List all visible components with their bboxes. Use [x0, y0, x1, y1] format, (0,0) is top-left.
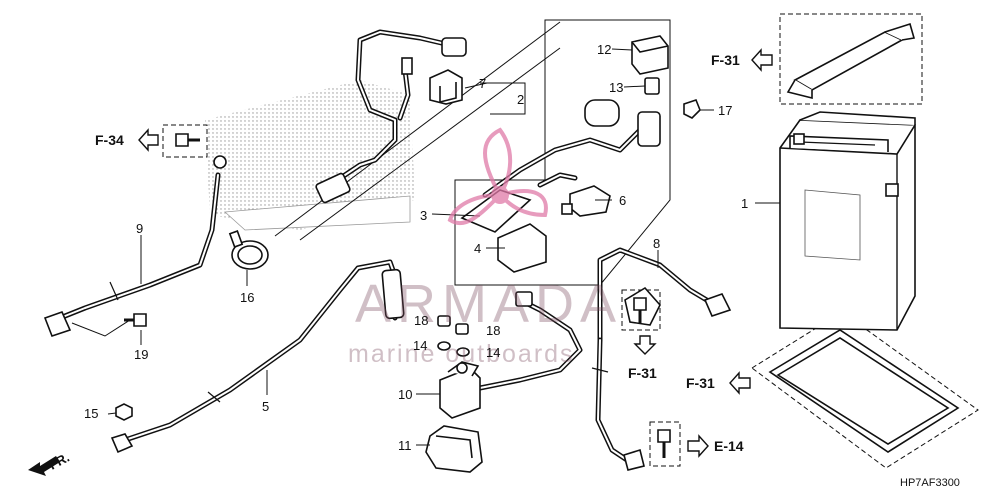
- bracket-3[interactable]: [460, 189, 532, 233]
- subassembly-box-strap: [779, 13, 923, 105]
- callout-numbers: 1 2 3 4 5 6 7 8 9 10 11 12 13 14 14 15 1…: [84, 42, 748, 453]
- negative-cable-9[interactable]: [43, 155, 227, 337]
- callout-15[interactable]: 15: [84, 406, 98, 421]
- relay-12[interactable]: [631, 35, 669, 75]
- sub-harness[interactable]: [482, 99, 661, 198]
- nut-18a[interactable]: [437, 315, 451, 327]
- ref-f31-right[interactable]: F-31: [686, 375, 715, 391]
- callout-14-left[interactable]: 14: [413, 338, 427, 353]
- callout-7[interactable]: 7: [479, 76, 486, 91]
- rubber-cover-4[interactable]: [497, 223, 547, 273]
- callout-1[interactable]: 1: [741, 196, 748, 211]
- nut-18b[interactable]: [455, 323, 469, 335]
- battery-strap[interactable]: [786, 22, 916, 100]
- ref-e14[interactable]: E-14: [714, 438, 744, 454]
- callout-14-right[interactable]: 14: [486, 345, 500, 360]
- bolt-19[interactable]: [124, 313, 147, 327]
- battery[interactable]: [779, 111, 916, 331]
- callout-17[interactable]: 17: [718, 103, 732, 118]
- bolt-f34[interactable]: [175, 133, 200, 147]
- relay-wiring[interactable]: [477, 291, 583, 391]
- watermark-tagline: marine outboards: [348, 340, 575, 368]
- callout-11[interactable]: 11: [398, 438, 412, 453]
- callout-18-left[interactable]: 18: [414, 313, 428, 328]
- callout-18-right[interactable]: 18: [486, 323, 500, 338]
- band-16[interactable]: [228, 230, 269, 270]
- ref-arrow-e14: [687, 434, 709, 458]
- callout-3[interactable]: 3: [420, 208, 427, 223]
- terminal-cap-7[interactable]: [429, 69, 463, 105]
- subassembly-box-bolt-f34: [162, 124, 208, 158]
- callout-2[interactable]: 2: [517, 92, 524, 107]
- nut-15[interactable]: [115, 403, 133, 421]
- reference-labels: F-34 F-31 F-31 F-31 E-14: [95, 52, 744, 454]
- callout-9[interactable]: 9: [136, 221, 143, 236]
- subassembly-box-main: [454, 19, 671, 286]
- ref-arrow-f34: [138, 128, 159, 152]
- connector-cover-6[interactable]: [561, 185, 611, 217]
- starter-relay-10[interactable]: [439, 361, 481, 419]
- front-direction-arrow: FR.: [28, 450, 72, 476]
- bolt-e14[interactable]: [657, 429, 671, 458]
- relay-cover-11[interactable]: [425, 425, 483, 473]
- callout-4[interactable]: 4: [474, 241, 481, 256]
- battery-tray[interactable]: [768, 329, 960, 453]
- subassembly-box-bolt-e14: [649, 421, 681, 467]
- callout-5[interactable]: 5: [262, 399, 269, 414]
- ref-arrow-f31-top: [751, 48, 773, 72]
- callout-10[interactable]: 10: [398, 387, 412, 402]
- subassembly-box-tray: [751, 311, 979, 469]
- callout-19[interactable]: 19: [134, 347, 148, 362]
- diagram-code: HP7AF3300: [900, 477, 960, 489]
- ref-f31-top[interactable]: F-31: [711, 52, 740, 68]
- washer-14b[interactable]: [456, 347, 470, 357]
- watermark-logo: [447, 127, 548, 226]
- callout-8[interactable]: 8: [653, 236, 660, 251]
- watermark: ARMADA marine outboards: [348, 127, 622, 368]
- frame-shading: [205, 21, 561, 241]
- fuse-13[interactable]: [644, 77, 660, 95]
- callout-12[interactable]: 12: [597, 42, 611, 57]
- leader-lines: [71, 48, 780, 446]
- front-direction-label: FR.: [46, 450, 72, 473]
- clip-17[interactable]: [683, 99, 701, 119]
- callout-6[interactable]: 6: [619, 193, 626, 208]
- ref-f34[interactable]: F-34: [95, 132, 124, 148]
- ref-arrow-f31-mid: [633, 335, 657, 355]
- ref-arrow-f31-right: [729, 371, 751, 395]
- ref-f31-mid[interactable]: F-31: [628, 365, 657, 381]
- callout-13[interactable]: 13: [609, 80, 623, 95]
- watermark-brand: ARMADA: [355, 274, 622, 334]
- callout-16[interactable]: 16: [240, 290, 254, 305]
- starter-cable-5[interactable]: [110, 259, 405, 454]
- upper-cable-harness[interactable]: [315, 29, 467, 204]
- bolt-f31[interactable]: [633, 297, 647, 324]
- washer-14a[interactable]: [437, 341, 451, 351]
